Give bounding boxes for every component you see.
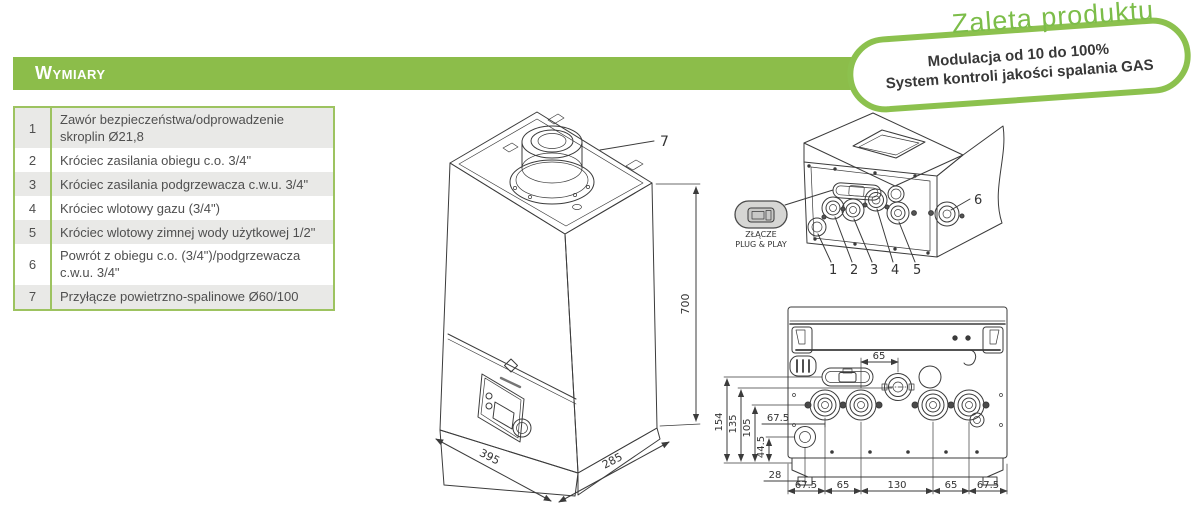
dim-label-width: 395 <box>477 446 502 467</box>
dim-label-height: 700 <box>679 294 692 315</box>
row-description: Przyłącze powietrzno-spalinowe Ø60/100 <box>60 289 299 305</box>
table-row: 2 Króciec zasilania obiegu c.o. 3/4" <box>15 148 333 173</box>
port-5 <box>886 201 910 225</box>
dim-label-bottom-2: 65 <box>837 480 850 491</box>
row-description: Króciec wlotowy gazu (3/4") <box>60 200 220 216</box>
panel-button <box>485 402 493 410</box>
control-panel <box>477 358 532 443</box>
port-1 <box>794 426 816 448</box>
connections-legend-table: 1 Zawór bezpieczeństwa/odprowadzenie skr… <box>13 106 335 311</box>
table-row: 6 Powrót z obiegu c.o. (3/4")/podgrzewac… <box>15 244 333 285</box>
row-description: Zawór bezpieczeństwa/odprowadzenie skrop… <box>60 112 285 145</box>
plug-icon <box>747 207 775 223</box>
port-1 <box>807 217 827 237</box>
dim-label-105: 105 <box>742 418 753 437</box>
callout-3: 3 <box>870 263 878 278</box>
plug-and-play-badge: ZŁĄCZE PLUG & PLAY <box>734 200 788 249</box>
callout-6: 6 <box>974 193 982 208</box>
row-description: Króciec zasilania podgrzewacza c.w.u. 3/… <box>60 176 309 192</box>
callout-leaders <box>784 189 971 263</box>
row-number: 3 <box>15 172 52 197</box>
row-number: 5 <box>15 220 52 245</box>
dim-label-bottom-5: 67.5 <box>977 480 999 491</box>
plug-and-play-slot <box>821 367 874 387</box>
dim-label-154: 154 <box>714 412 725 431</box>
dim-label-28: 28 <box>769 470 782 481</box>
table-row: 7 Przyłącze powietrzno-spalinowe Ø60/100 <box>15 284 333 309</box>
callout-2: 2 <box>850 263 858 278</box>
brand-text <box>499 376 522 389</box>
dimension-lines <box>435 140 701 503</box>
bottom-view-ports <box>789 355 990 448</box>
row-number: 1 <box>15 108 52 149</box>
row-description: Króciec wlotowy zimnej wody użytkowej 1/… <box>60 224 316 240</box>
plug-label-line2: PLUG & PLAY <box>735 240 787 249</box>
table-row: 1 Zawór bezpieczeństwa/odprowadzenie skr… <box>15 108 333 149</box>
row-number: 2 <box>15 148 52 173</box>
row-number: 7 <box>15 284 52 309</box>
row-number: 4 <box>15 196 52 221</box>
dim-label-67-5-inner: 67.5 <box>767 413 789 424</box>
capped-port <box>884 373 912 401</box>
dim-label-135: 135 <box>728 414 739 433</box>
table-row: 3 Króciec zasilania podgrzewacza c.w.u. … <box>15 172 333 197</box>
panel-knob <box>512 418 532 438</box>
port-4 <box>864 188 888 212</box>
panel-display <box>492 401 515 430</box>
bottom-view-outline <box>787 306 1008 486</box>
plug-label-line1: ZŁĄCZE <box>745 230 776 239</box>
power-connector <box>789 355 817 377</box>
boiler-front-isometric-drawing: 700 395 285 7 <box>430 108 720 505</box>
dim-label-bottom-1: 67.5 <box>795 480 817 491</box>
dim-label-65-top: 65 <box>873 351 886 362</box>
row-description: Króciec zasilania obiegu c.o. 3/4" <box>60 152 252 168</box>
table-row: 4 Króciec wlotowy gazu (3/4") <box>15 196 333 221</box>
boiler-body-outline <box>439 111 661 497</box>
dim-label-bottom-3: 130 <box>887 480 906 491</box>
brand-logo-diamond <box>504 358 518 373</box>
row-description: Powrót z obiegu c.o. (3/4")/podgrzewacza… <box>60 248 301 281</box>
boiler-underside-outline <box>803 112 1005 258</box>
dim-label-bottom-4: 65 <box>945 480 958 491</box>
row-number: 6 <box>15 244 52 285</box>
page-title: Wymiary <box>35 63 106 83</box>
section-header-bar: Wymiary <box>13 57 858 90</box>
callout-1: 1 <box>829 263 837 278</box>
port-6 <box>934 201 960 227</box>
callout-7-flue: 7 <box>660 134 669 150</box>
plug-and-play-slot <box>832 182 882 201</box>
callout-4: 4 <box>891 263 899 278</box>
bottom-view-dimension-drawing: 154 135 105 44.5 28 67.5 65 67.5 65 130 … <box>712 300 1032 505</box>
callout-5: 5 <box>913 263 921 278</box>
port-3 <box>841 198 865 222</box>
table-row: 5 Króciec wlotowy zimnej wody użytkowej … <box>15 220 333 245</box>
connection-ports <box>807 182 965 237</box>
connections-isometric-drawing: 1 2 3 4 5 6 ZŁĄCZE PLUG & PLAY <box>725 105 1015 285</box>
bottom-view-dimensions <box>723 357 1008 495</box>
dim-label-44-5: 44.5 <box>756 436 767 458</box>
panel-button <box>485 392 493 400</box>
